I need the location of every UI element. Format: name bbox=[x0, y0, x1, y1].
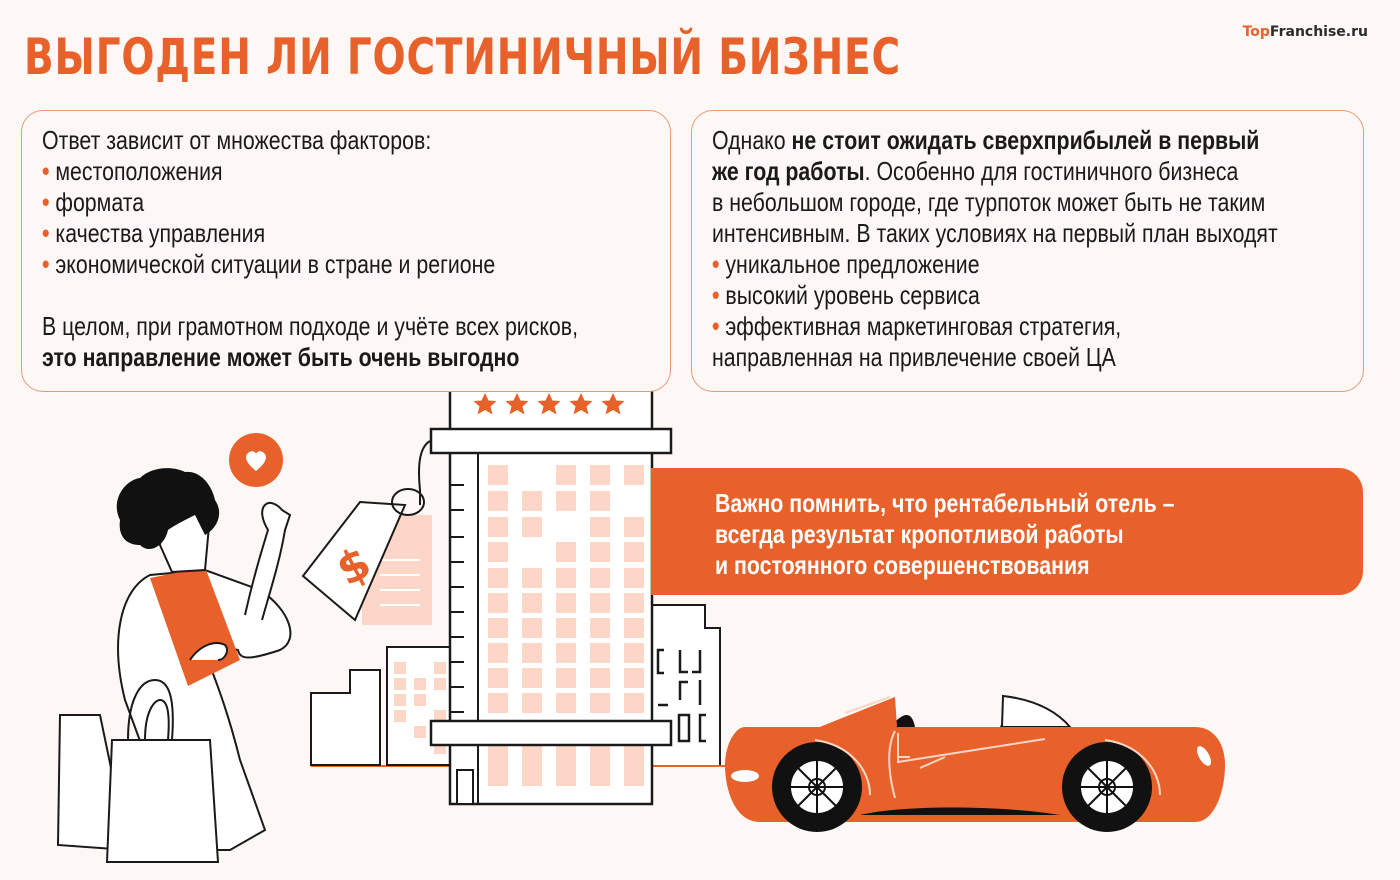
hotel-cornice-bottom bbox=[429, 719, 673, 747]
priority-item: • уникальное предложение bbox=[712, 249, 980, 279]
expectations-line: Однако не стоит ожидать сверхприбылей в … bbox=[712, 125, 1260, 155]
priority-item: • высокий уровень сервиса bbox=[712, 280, 980, 310]
car-icon bbox=[725, 694, 1225, 832]
expectations-line: же год работы. Особенно для гостиничного… bbox=[712, 156, 1239, 186]
expectations-card: Однако не стоит ожидать сверхприбылей в … bbox=[691, 110, 1364, 392]
star-icon bbox=[473, 393, 625, 415]
expectations-line: интенсивным. В таких условиях на первый … bbox=[712, 218, 1278, 248]
factor-item: • экономической ситуации в стране и реги… bbox=[42, 249, 496, 279]
conclusion-text: В целом, при грамотном подходе и учёте в… bbox=[42, 311, 579, 341]
factors-intro: Ответ зависит от множества факторов: bbox=[42, 125, 432, 155]
callout-line: и постоянного совершенствования bbox=[715, 550, 1090, 580]
hotel-windows bbox=[488, 465, 644, 786]
factor-item: • местоположения bbox=[42, 156, 223, 186]
bullet-icon: • bbox=[42, 249, 50, 279]
bullet-icon: • bbox=[42, 187, 50, 217]
logo-prefix: Top bbox=[1242, 24, 1270, 40]
heart-icon bbox=[229, 433, 283, 487]
priority-continuation: направленная на привлечение своей ЦА bbox=[712, 342, 1116, 372]
bullet-icon: • bbox=[42, 218, 50, 248]
hotel-cornice-top bbox=[429, 427, 673, 455]
factor-item: • качества управления bbox=[42, 218, 266, 248]
bullet-icon: • bbox=[712, 311, 720, 341]
factor-item: • формата bbox=[42, 187, 145, 217]
callout-line: всегда результат кропотливой работы bbox=[715, 519, 1124, 549]
bullet-icon: • bbox=[42, 156, 50, 186]
priority-item: • эффективная маркетинговая стратегия, bbox=[712, 311, 1122, 341]
expectations-line: в небольшом городе, где турпоток может б… bbox=[712, 187, 1266, 217]
woman-figure bbox=[56, 468, 292, 863]
factors-card: Ответ зависит от множества факторов: • м… bbox=[21, 110, 671, 392]
page-title: ВЫГОДЕН ЛИ ГОСТИНИЧНЫЙ БИЗНЕС bbox=[24, 28, 901, 86]
logo-suffix: Franchise.ru bbox=[1269, 24, 1368, 40]
conclusion-bold: это направление может быть очень выгодно bbox=[42, 342, 520, 372]
callout-banner: Важно помнить, что рентабельный отель – … bbox=[651, 468, 1363, 595]
callout-line: Важно помнить, что рентабельный отель – bbox=[715, 488, 1175, 518]
dollar-tag-icon: $ bbox=[301, 440, 431, 622]
hotel-door bbox=[456, 769, 474, 805]
brand-logo[interactable]: TopFranchise.ru bbox=[1243, 24, 1368, 40]
hotel-building bbox=[429, 376, 673, 806]
bullet-icon: • bbox=[712, 280, 720, 310]
bullet-icon: • bbox=[712, 249, 720, 279]
